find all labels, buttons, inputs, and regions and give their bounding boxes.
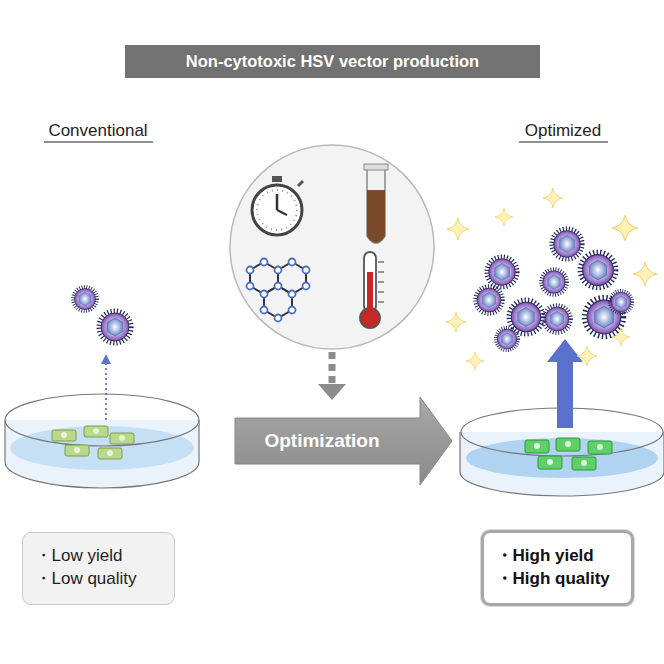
stopwatch-icon <box>252 176 303 235</box>
node-text: ・Low yield <box>35 545 162 568</box>
culture-dish <box>5 394 199 488</box>
release-arrow-head <box>101 354 111 364</box>
dashed-arrow <box>318 352 346 400</box>
summary-box: ・Low yield・Low quality <box>22 532 175 605</box>
condition-circle <box>230 145 434 349</box>
title-banner <box>125 45 540 78</box>
sparkle <box>446 188 657 370</box>
molecule-icon <box>247 259 310 322</box>
virus-cluster <box>475 229 632 350</box>
virus <box>73 287 97 311</box>
section-label: Optimized <box>525 121 602 141</box>
node-text: ・High yield <box>496 545 619 568</box>
optimization-arrow <box>235 397 452 485</box>
summary-box: ・High yield・High quality <box>481 530 634 606</box>
node-text: Optimization <box>237 430 407 452</box>
virus <box>99 311 131 343</box>
release-arrow <box>105 362 107 420</box>
release-arrow <box>547 339 583 428</box>
section-label: Conventional <box>48 121 147 141</box>
node-text: ・Low quality <box>35 568 162 591</box>
underline <box>519 141 608 142</box>
underline <box>44 141 153 142</box>
tube-icon <box>364 164 388 243</box>
node-text: ・High quality <box>496 568 619 591</box>
title: Non-cytotoxic HSV vector production <box>125 45 540 78</box>
thermometer-icon <box>360 252 384 328</box>
arrow-label: Optimization <box>237 421 407 461</box>
